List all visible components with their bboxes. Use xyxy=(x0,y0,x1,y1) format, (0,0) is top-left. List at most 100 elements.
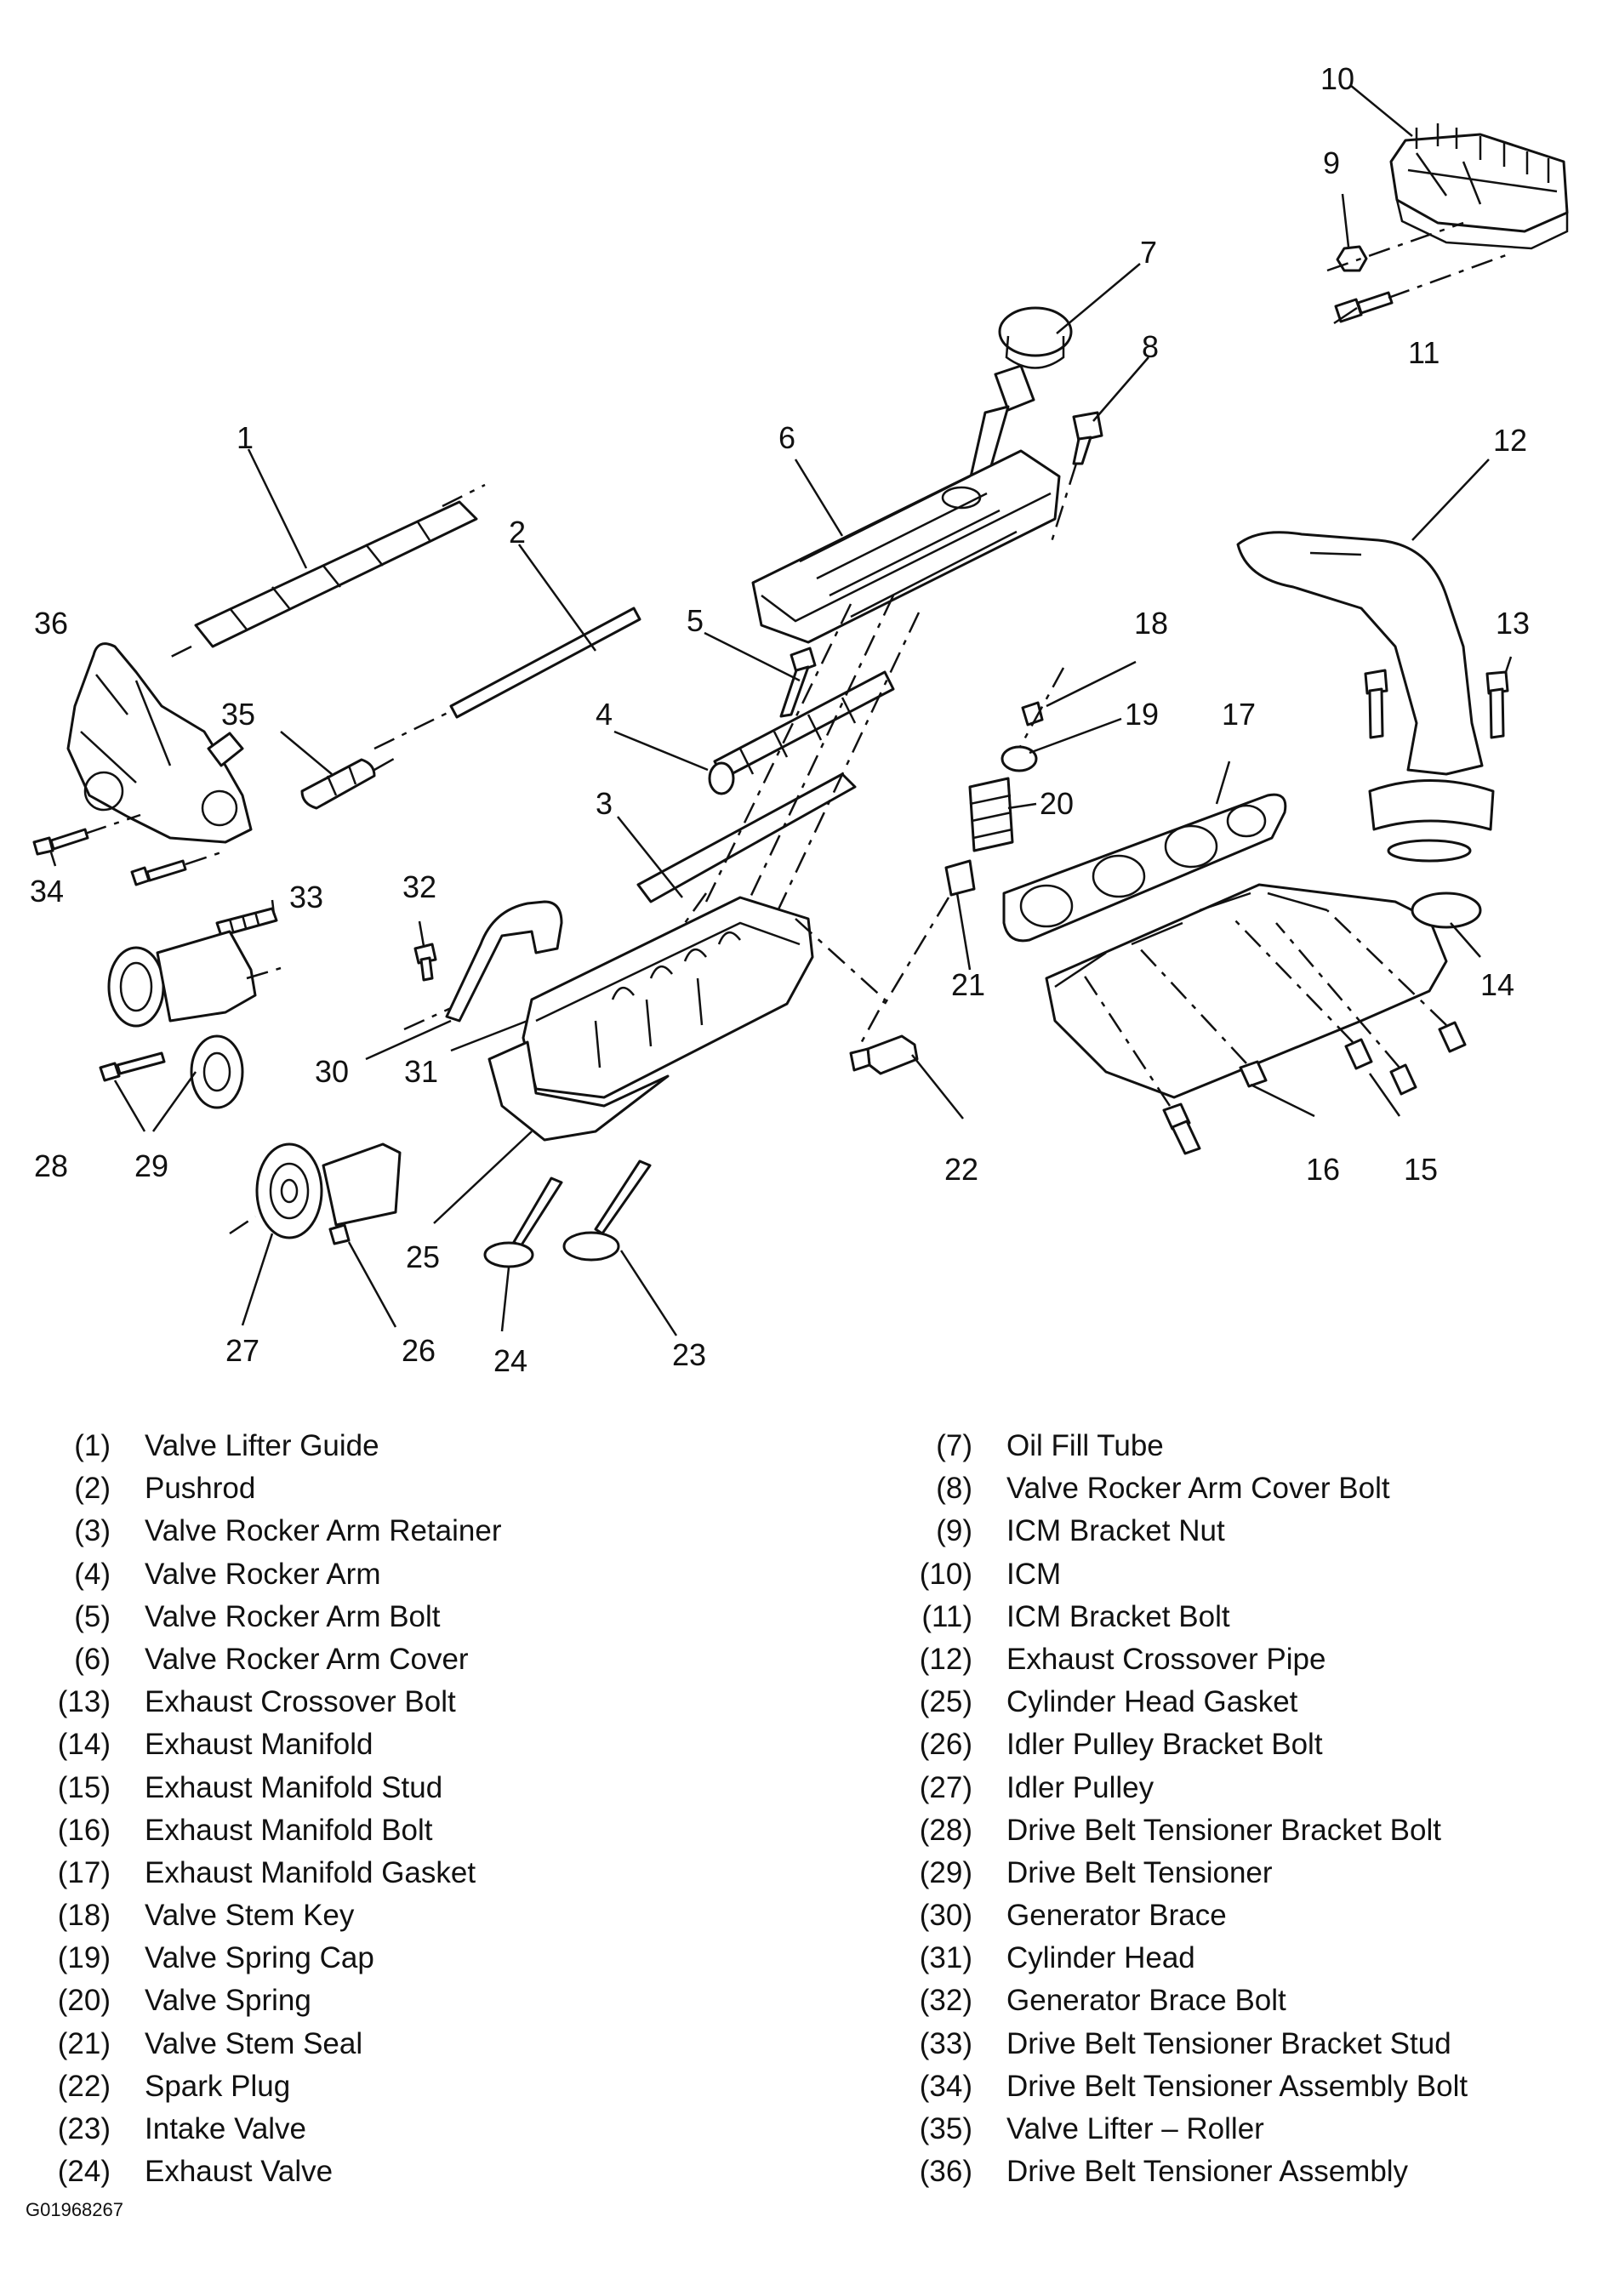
callout-leader-lines xyxy=(49,84,1513,1336)
icm xyxy=(1389,123,1569,250)
idler-pulley-bracket-bolt xyxy=(328,1223,351,1245)
legend-item-name: Valve Stem Key xyxy=(145,1899,355,1933)
valve-spring xyxy=(968,777,1014,852)
callout-6: 6 xyxy=(778,420,795,455)
legend-item: (35)Valve Lifter – Roller xyxy=(896,2108,1602,2151)
legend-item: (29)Drive Belt Tensioner xyxy=(896,1852,1602,1894)
pushrod xyxy=(373,607,641,750)
legend-item-number: (22) xyxy=(57,2069,111,2103)
exhaust-manifold-bolts xyxy=(1079,943,1268,1155)
valve-rocker-arm-retainer xyxy=(636,772,857,903)
legend-item-number: (5) xyxy=(74,1599,111,1633)
legend-item: (36)Drive Belt Tensioner Assembly xyxy=(896,2151,1602,2193)
generator-brace xyxy=(403,900,563,1031)
legend-item-name: Idler Pulley Bracket Bolt xyxy=(1006,1728,1323,1762)
callout-36: 36 xyxy=(34,606,68,641)
legend-item: (32)Generator Brace Bolt xyxy=(896,1980,1602,2022)
legend-item-name: Drive Belt Tensioner Bracket Stud xyxy=(1006,2026,1451,2060)
legend-item-name: Valve Rocker Arm Cover Bolt xyxy=(1006,1472,1390,1506)
legend-item: (25) Cylinder Head Gasket xyxy=(896,1681,1602,1723)
legend-item-name: Valve Rocker Arm Bolt xyxy=(145,1599,441,1633)
callout-15: 15 xyxy=(1404,1152,1438,1187)
legend-item-number: (24) xyxy=(57,2155,111,2189)
legend-item-number: (26) xyxy=(919,1728,972,1762)
legend-item-name: Valve Spring xyxy=(145,1984,311,2018)
callout-9: 9 xyxy=(1323,145,1340,180)
legend-item-name: Exhaust Manifold Stud xyxy=(145,1770,443,1804)
legend-item-name: Valve Spring Cap xyxy=(145,1941,374,1975)
drive-belt-tensioner xyxy=(107,930,282,1109)
legend-item-name: ICM Bracket Bolt xyxy=(1006,1599,1230,1633)
legend-item-name: Valve Lifter – Roller xyxy=(1006,2112,1264,2145)
legend-item-number: (2) xyxy=(74,1472,111,1506)
legend-item: (28) Drive Belt Tensioner Bracket Bolt xyxy=(896,1809,1602,1852)
callout-19: 19 xyxy=(1125,697,1159,732)
legend-item-name: ICM xyxy=(1006,1557,1062,1591)
legend-item-number: (25) xyxy=(919,1685,972,1719)
legend-item: (16)Exhaust Manifold Bolt xyxy=(34,1809,800,1852)
legend-item-name: Exhaust Manifold Gasket xyxy=(145,1855,476,1889)
legend-left-column: (1)Valve Lifter Guide(2)Pushrod(3)Valve … xyxy=(34,1425,800,2193)
callout-14: 14 xyxy=(1480,967,1514,1002)
callout-5: 5 xyxy=(687,603,704,638)
legend-item: (11) ICM Bracket Bolt xyxy=(896,1596,1602,1638)
exhaust-crossover-bolts xyxy=(1364,669,1509,739)
legend-item-name: Drive Belt Tensioner Assembly Bolt xyxy=(1006,2069,1468,2103)
callout-22: 22 xyxy=(944,1152,978,1187)
valve-rocker-arm-bolts xyxy=(779,647,817,718)
callout-26: 26 xyxy=(402,1333,436,1368)
exhaust-manifold-gasket xyxy=(1002,793,1287,943)
legend-item: (7)Oil Fill Tube xyxy=(896,1425,1602,1467)
valve-stem-seal xyxy=(883,859,976,1005)
valve-lifter-roller xyxy=(300,754,401,810)
intake-valve xyxy=(562,1159,652,1262)
tensioner-bracket-stud xyxy=(215,907,278,937)
valve-lifter-guide xyxy=(165,483,486,661)
callout-8: 8 xyxy=(1142,329,1159,364)
legend-item: (4) Valve Rocker Arm xyxy=(34,1553,800,1596)
legend-item-number: (32) xyxy=(919,1984,972,2018)
valve-rocker-arms xyxy=(708,670,895,795)
callout-28: 28 xyxy=(34,1148,68,1183)
callout-12: 12 xyxy=(1493,423,1527,458)
legend-item-number: (33) xyxy=(919,2026,972,2060)
legend-item: (19) Valve Spring Cap xyxy=(34,1937,800,1980)
legend-item-number: (7) xyxy=(936,1429,972,1462)
legend-item-name: Drive Belt Tensioner xyxy=(1006,1855,1273,1889)
legend-item-number: (3) xyxy=(74,1514,111,1548)
legend-item-number: (6) xyxy=(74,1642,111,1676)
legend-item-name: Valve Lifter Guide xyxy=(145,1429,379,1462)
callout-3: 3 xyxy=(596,786,613,821)
legend-item: (26) Idler Pulley Bracket Bolt xyxy=(896,1723,1602,1766)
callout-35: 35 xyxy=(221,697,255,732)
exhaust-manifold xyxy=(1045,883,1482,1099)
legend-item-name: Drive Belt Tensioner Assembly xyxy=(1006,2155,1409,2189)
legend-item: (23)Intake Valve xyxy=(34,2108,800,2151)
legend-item-number: (34) xyxy=(919,2069,972,2103)
callout-4: 4 xyxy=(596,697,613,732)
legend-item-number: (13) xyxy=(57,1685,111,1719)
legend-item: (20)Valve Spring xyxy=(34,1980,800,2022)
legend-item-name: Drive Belt Tensioner Bracket Bolt xyxy=(1006,1813,1441,1847)
callout-27: 27 xyxy=(225,1333,259,1368)
legend-item-number: (11) xyxy=(921,1599,972,1633)
legend-item-name: Cylinder Head Gasket xyxy=(1006,1685,1298,1719)
legend-item-number: (28) xyxy=(919,1813,972,1847)
drive-belt-tensioner-assembly xyxy=(66,642,253,844)
parts-legend: (1)Valve Lifter Guide(2)Pushrod(3)Valve … xyxy=(0,1425,1602,2208)
tensioner-bracket-bolt xyxy=(99,1051,166,1082)
callout-20: 20 xyxy=(1040,786,1074,821)
legend-item-name: Valve Rocker Arm xyxy=(145,1557,381,1591)
legend-item: (33) Drive Belt Tensioner Bracket Stud xyxy=(896,2023,1602,2065)
legend-item: (27)Idler Pulley xyxy=(896,1767,1602,1809)
exploded-parts-diagram: 10 9 7 11 8 1 6 12 2 36 5 18 13 4 35 19 … xyxy=(30,61,1569,1378)
callout-7: 7 xyxy=(1140,235,1157,270)
spark-plug xyxy=(795,918,919,1075)
generator-brace-bolt xyxy=(413,943,437,982)
legend-item-number: (19) xyxy=(57,1941,111,1975)
legend-item-name: Generator Brace xyxy=(1006,1899,1227,1933)
legend-item-number: (4) xyxy=(74,1557,111,1591)
callout-2: 2 xyxy=(509,515,526,550)
callout-24: 24 xyxy=(493,1343,527,1378)
cylinder-head xyxy=(522,896,814,1099)
